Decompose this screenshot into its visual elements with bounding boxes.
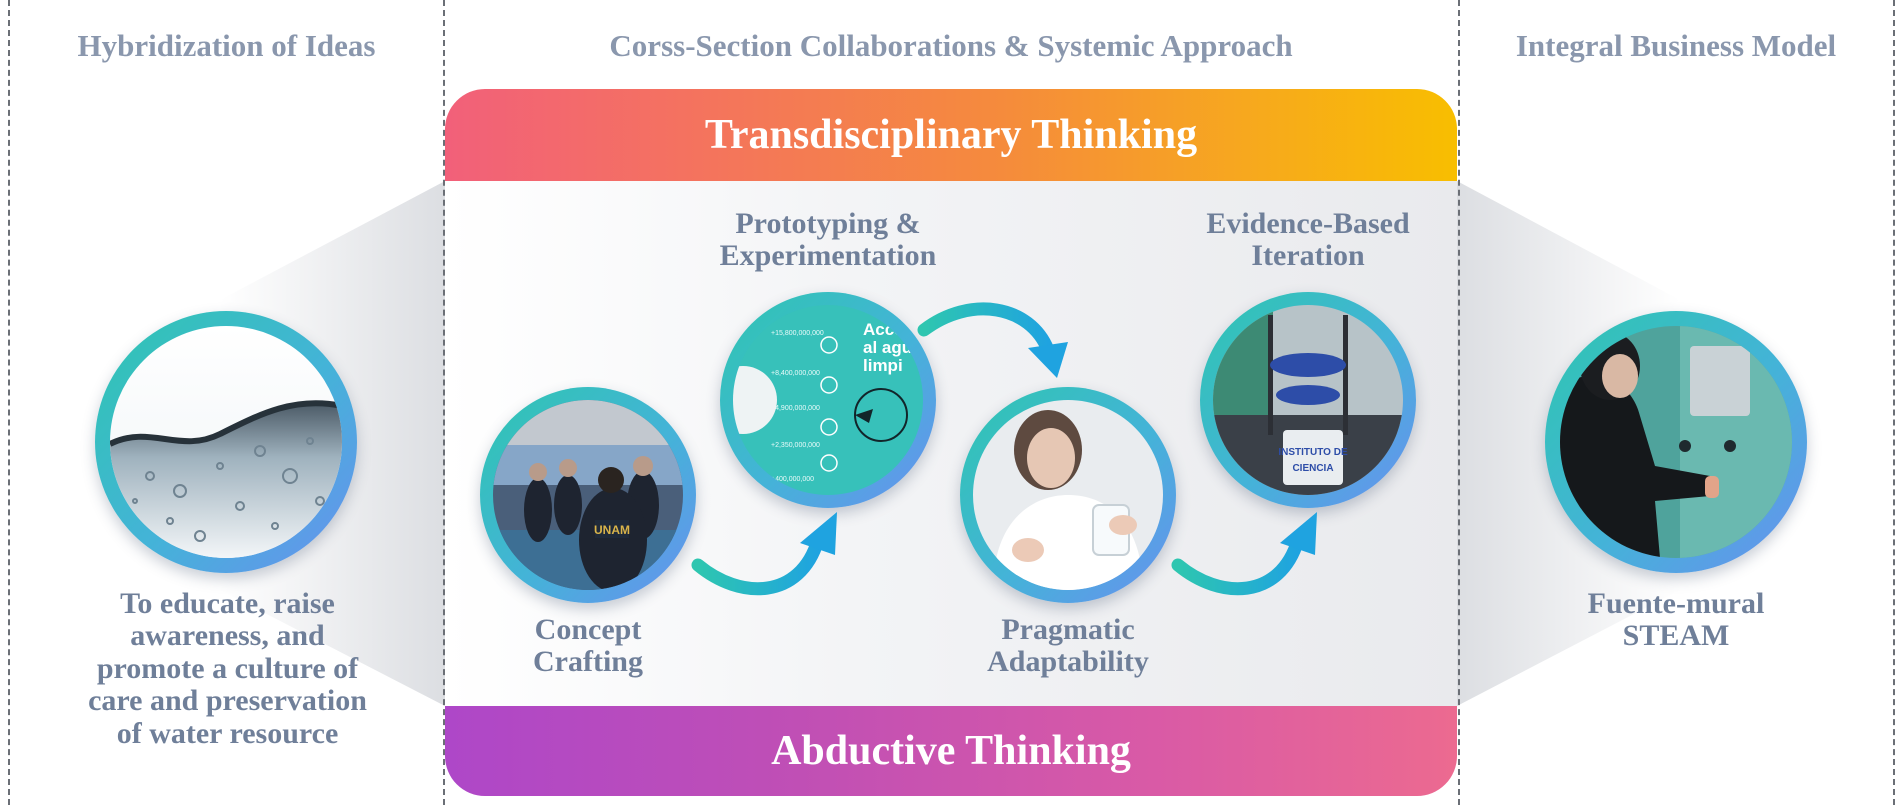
- arrow-concept-to-prototype: [691, 533, 825, 596]
- arrowhead-3: [1280, 512, 1317, 555]
- arrow-prototype-to-pragmatic: [917, 302, 1055, 357]
- svg-text:CIENCIA: CIENCIA: [1292, 463, 1333, 474]
- divider-right-edge: [1893, 0, 1895, 805]
- svg-text:INSTITUTO DE: INSTITUTO DE: [1278, 447, 1348, 458]
- pragmatic-photo: [973, 400, 1163, 590]
- water-photo: [110, 326, 342, 558]
- svg-text:+4,900,000,000: +4,900,000,000: [771, 405, 820, 412]
- stage-prototyping: Prototyping & Experimentation: [719, 207, 937, 273]
- svg-text:+400,000,000: +400,000,000: [771, 476, 814, 483]
- title-business-model: Integral Business Model: [1515, 28, 1837, 63]
- unam-logo: UNAM: [594, 523, 630, 537]
- divider-left: [443, 0, 445, 805]
- divider-left-edge: [8, 0, 10, 805]
- svg-text:+8,400,000,000: +8,400,000,000: [771, 370, 820, 377]
- stage-evidence: Evidence-Based Iteration: [1206, 207, 1410, 273]
- title-hybridization: Hybridization of Ideas: [77, 28, 376, 63]
- stage-pragmatic: Pragmatic Adaptability: [987, 613, 1149, 679]
- svg-text:limpi: limpi: [863, 356, 903, 375]
- arrowhead-2: [1028, 342, 1068, 378]
- band-abductive: Abductive Thinking: [445, 706, 1457, 796]
- concept-photo: UNAM: [493, 400, 683, 590]
- water-caption: To educate, raise awareness, and promote…: [88, 587, 367, 750]
- svg-text:+2,350,000,000: +2,350,000,000: [771, 442, 820, 449]
- stage-concept-crafting: Concept Crafting: [533, 613, 643, 679]
- mural-caption: Fuente-mural STEAM: [1587, 587, 1765, 653]
- svg-text:al agu: al agu: [863, 338, 912, 357]
- divider-right: [1458, 0, 1460, 805]
- svg-text:+15,800,000,000: +15,800,000,000: [771, 330, 824, 337]
- arrow-pragmatic-to-evidence: [1171, 533, 1305, 596]
- band-transdisciplinary: Transdisciplinary Thinking: [445, 89, 1457, 181]
- title-collaborations: Corss-Section Collaborations & Systemic …: [609, 28, 1293, 63]
- arrowhead-1: [800, 512, 837, 555]
- prototype-photo: Acce al agu limpi +15,800,000,000 +8,400…: [733, 305, 923, 495]
